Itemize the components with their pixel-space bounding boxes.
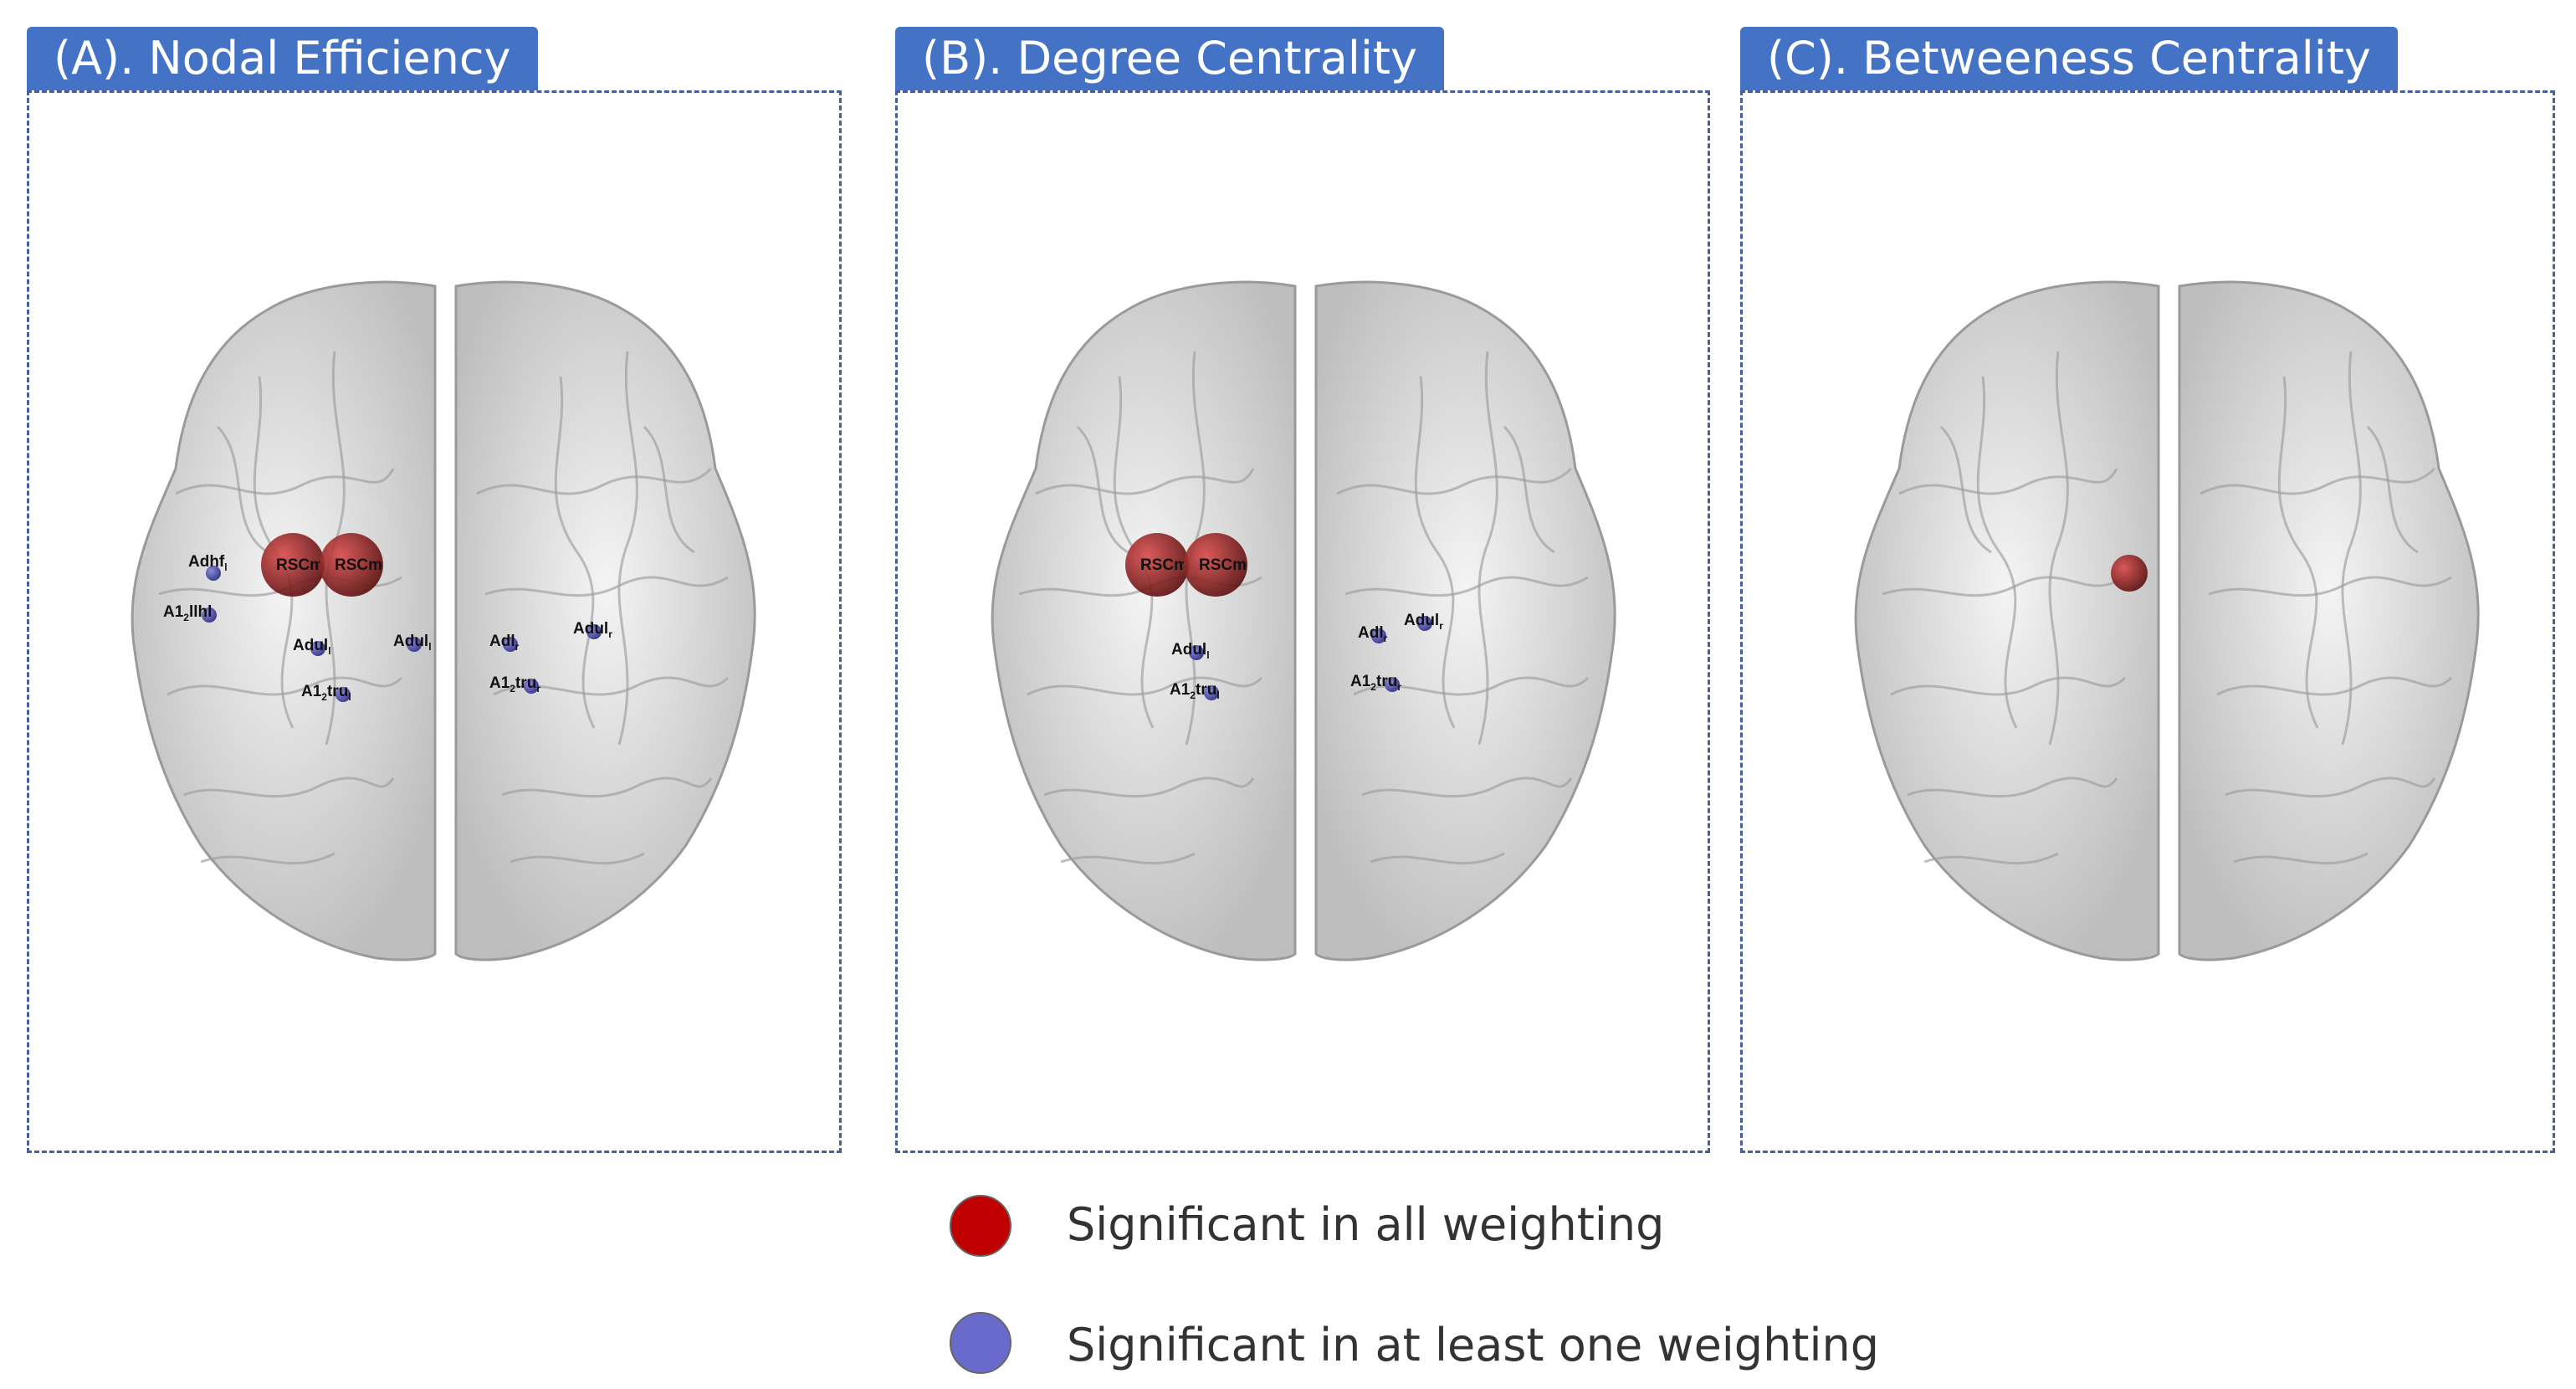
- red-node: [1125, 533, 1189, 597]
- blue-node-label: Adlr: [1358, 624, 1388, 644]
- red-node-label: RSCm: [1140, 556, 1188, 574]
- brain-sulcus: [1976, 376, 2018, 729]
- left-hemisphere: [131, 280, 437, 961]
- brain-sulcus: [1503, 425, 1555, 554]
- panel-a-frame: [27, 90, 842, 1153]
- blue-node-label: Adlr: [489, 633, 520, 653]
- blue-node-label: A12llhl: [163, 603, 212, 623]
- brain-sulcus: [1060, 852, 1196, 865]
- blue-node-label: Adull: [293, 637, 331, 657]
- blue-node-label: Adulr: [1404, 612, 1443, 632]
- red-node: [1184, 533, 1247, 597]
- blue-node: [1371, 628, 1386, 643]
- brain-sulcus: [175, 468, 395, 495]
- blue-node-label: A12trur: [1350, 673, 1401, 693]
- brain-sulcus: [1923, 852, 2059, 865]
- blue-node: [1385, 677, 1400, 692]
- brain-sulcus: [2200, 467, 2436, 495]
- brain-sulcus: [2341, 351, 2362, 746]
- blue-node: [202, 607, 217, 623]
- red-node: [2111, 555, 2148, 592]
- red-node-label: RSCm: [276, 556, 324, 574]
- legend-red-dot: [950, 1195, 1011, 1257]
- blue-node: [335, 687, 351, 702]
- brain-sulcus: [554, 376, 596, 729]
- blue-node: [586, 624, 602, 639]
- brain-sulcus: [1370, 852, 1505, 865]
- blue-node: [1204, 685, 1219, 700]
- brain-sulcus: [617, 351, 638, 746]
- brain-sulcus: [2225, 777, 2436, 798]
- brain-sulcus: [1477, 351, 1498, 746]
- brain-sulcus: [2216, 676, 2453, 696]
- brain-sulcus: [1076, 425, 1129, 554]
- legend-one-weighting-label: Significant in at least one weighting: [1067, 1319, 1879, 1371]
- red-node: [320, 533, 383, 597]
- panel-b-title: (B). Degree Centrality: [895, 27, 1444, 90]
- brain-sulcus: [476, 467, 713, 495]
- brain-sulcus: [1361, 777, 1573, 798]
- brain-sulcus: [2233, 852, 2369, 865]
- brain-sulcus: [216, 425, 269, 554]
- blue-node-label: A12trul: [301, 683, 351, 703]
- brain-sulcus: [501, 777, 713, 798]
- panel-c-brain-image: [1854, 280, 2480, 961]
- blue-node: [407, 637, 422, 652]
- blue-node-label: Adull: [393, 633, 432, 653]
- blue-node: [206, 566, 221, 581]
- panel-c-title: (C). Betweeness Centrality: [1740, 27, 2398, 90]
- brain-sulcus: [183, 777, 395, 798]
- blue-node-label: Adull: [1171, 641, 1210, 661]
- brain-sulcus: [1882, 576, 2126, 597]
- blue-node: [1417, 616, 1432, 631]
- brain-sulcus: [1336, 467, 1573, 495]
- brain-sulcus: [2048, 351, 2069, 746]
- brain-sulcus: [1890, 676, 2127, 696]
- brain-sulcus: [1898, 468, 2118, 495]
- brain-sulcus: [1414, 376, 1456, 729]
- brain-sulcus: [1939, 425, 1992, 554]
- panel-b-frame: [895, 90, 1710, 1153]
- brain-sulcus: [166, 676, 403, 696]
- left-hemisphere: [991, 280, 1297, 961]
- blue-node: [503, 637, 518, 652]
- left-hemisphere: [1854, 280, 2160, 961]
- blue-node: [524, 679, 539, 694]
- red-node-label: RSCm: [1199, 556, 1247, 574]
- brain-sulcus: [2366, 425, 2419, 554]
- panel-a-title: (A). Nodal Efficiency: [27, 27, 538, 90]
- brain-sulcus: [2277, 376, 2319, 729]
- blue-node-label: Adhfl: [188, 553, 228, 573]
- brain-sulcus: [200, 852, 335, 865]
- legend-all-weighting-label: Significant in all weighting: [1067, 1198, 1665, 1251]
- right-hemisphere: [1314, 280, 1616, 961]
- brain-sulcus: [510, 852, 645, 865]
- red-node: [261, 533, 325, 597]
- brain-sulcus: [1035, 468, 1255, 495]
- panel-c-frame: [1740, 90, 2555, 1153]
- brain-sulcus: [643, 425, 695, 554]
- brain-sulcus: [1027, 676, 1263, 696]
- right-hemisphere: [2178, 280, 2480, 961]
- blue-node-label: A12trur: [489, 674, 540, 694]
- red-node-label: RSCm: [335, 556, 382, 574]
- blue-node: [1189, 645, 1204, 660]
- blue-node-label: A12trul: [1170, 681, 1220, 701]
- legend-blue-dot: [950, 1312, 1011, 1374]
- blue-node-label: Adulr: [573, 620, 612, 640]
- brain-sulcus: [1043, 777, 1255, 798]
- blue-node: [310, 641, 325, 656]
- brain-sulcus: [1907, 777, 2118, 798]
